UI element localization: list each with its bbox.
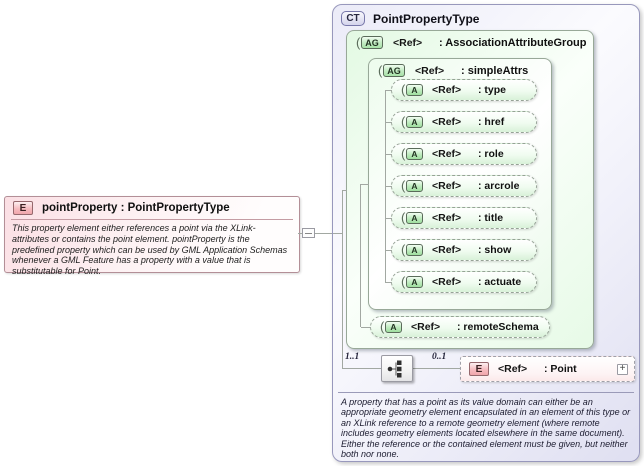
attribute-icon: A [406, 148, 423, 160]
attribute-name: : actuate [478, 276, 522, 288]
attribute-row-role[interactable]: A <Ref> : role [391, 143, 537, 165]
connector-line [386, 122, 392, 123]
attribute-icon: A [406, 116, 423, 128]
connector-line [343, 368, 381, 369]
group-name: : AssociationAttributeGroup [439, 36, 587, 49]
connector-line [361, 327, 371, 328]
point-element-row[interactable]: E <Ref> : Point + [460, 356, 635, 382]
attribute-icon: A [406, 212, 423, 224]
expand-button[interactable]: + [617, 363, 628, 375]
ref-label: <Ref> [432, 84, 462, 96]
attribute-group-icon: AG [383, 64, 405, 77]
complex-type-icon: CT [341, 11, 365, 26]
attribute-row-actuate[interactable]: A <Ref> : actuate [391, 271, 537, 293]
connector-line [343, 190, 347, 191]
complex-type-title: PointPropertyType [373, 11, 480, 26]
source-element-description: This property element either references … [12, 223, 288, 277]
source-element-box[interactable]: E pointProperty : PointPropertyType This… [4, 196, 300, 276]
connector-toggle[interactable] [302, 228, 315, 238]
attribute-icon: A [406, 180, 423, 192]
attribute-icon: A [406, 244, 423, 256]
sequence-icon [387, 360, 402, 377]
annotation-divider [338, 392, 634, 393]
ref-label: <Ref> [432, 180, 462, 192]
attribute-row-href[interactable]: A <Ref> : href [391, 111, 537, 133]
association-attribute-group-header[interactable]: AG <Ref> : AssociationAttributeGroup [347, 31, 593, 49]
element-icon: E [13, 201, 33, 215]
ref-label: <Ref> [432, 116, 462, 128]
ref-label: <Ref> [432, 244, 462, 256]
cardinality-label-point: 0..1 [432, 352, 447, 362]
attribute-name: : role [478, 148, 504, 160]
ref-label: <Ref> [432, 148, 462, 160]
attribute-icon: A [406, 276, 423, 288]
connector-line [333, 233, 343, 234]
simple-attrs-group-header[interactable]: AG <Ref> : simpleAttrs [369, 59, 551, 77]
attribute-icon: A [385, 321, 402, 333]
attribute-name: : arcrole [478, 180, 520, 192]
sequence-compositor[interactable] [381, 355, 413, 382]
attribute-name: : remoteSchema [457, 321, 539, 333]
source-element-header[interactable]: E pointProperty : PointPropertyType [5, 197, 299, 217]
connector-line [386, 218, 392, 219]
attribute-row-arcrole[interactable]: A <Ref> : arcrole [391, 175, 537, 197]
attribute-row-show[interactable]: A <Ref> : show [391, 239, 537, 261]
header-divider [11, 219, 293, 220]
attribute-name: : type [478, 84, 507, 96]
attribute-name: : show [478, 244, 512, 256]
connector-line [361, 184, 369, 185]
ref-label: <Ref> [393, 36, 423, 49]
ref-label: <Ref> [432, 276, 462, 288]
attribute-group-icon: AG [361, 36, 383, 49]
element-name: : Point [544, 363, 577, 375]
attribute-row-title[interactable]: A <Ref> : title [391, 207, 537, 229]
attribute-row-type[interactable]: A <Ref> : type [391, 79, 537, 101]
element-icon: E [469, 362, 489, 376]
attribute-name: : title [478, 212, 504, 224]
attribute-row-remote-schema[interactable]: A <Ref> : remoteSchema [370, 316, 550, 338]
attribute-name: : href [478, 116, 505, 128]
attribute-icon: A [406, 84, 423, 96]
complex-type-header[interactable]: CT PointPropertyType [333, 5, 639, 26]
ref-label: <Ref> [432, 212, 462, 224]
connector-line [386, 250, 392, 251]
group-name: : simpleAttrs [461, 64, 529, 77]
connector-line [342, 190, 343, 369]
ref-label: <Ref> [498, 363, 528, 375]
connector-line [413, 368, 460, 369]
connector-line [360, 184, 361, 327]
complex-type-annotation: A property that has a point as its value… [341, 397, 631, 460]
connector-line [385, 90, 386, 283]
cardinality-label-sequence: 1..1 [345, 352, 360, 362]
source-element-title: pointProperty : PointPropertyType [42, 202, 230, 214]
connector-line [298, 233, 332, 234]
connector-line [386, 186, 392, 187]
ref-label: <Ref> [411, 321, 441, 333]
connector-line [386, 282, 392, 283]
connector-line [386, 90, 392, 91]
ref-label: <Ref> [415, 64, 445, 77]
connector-line [386, 154, 392, 155]
